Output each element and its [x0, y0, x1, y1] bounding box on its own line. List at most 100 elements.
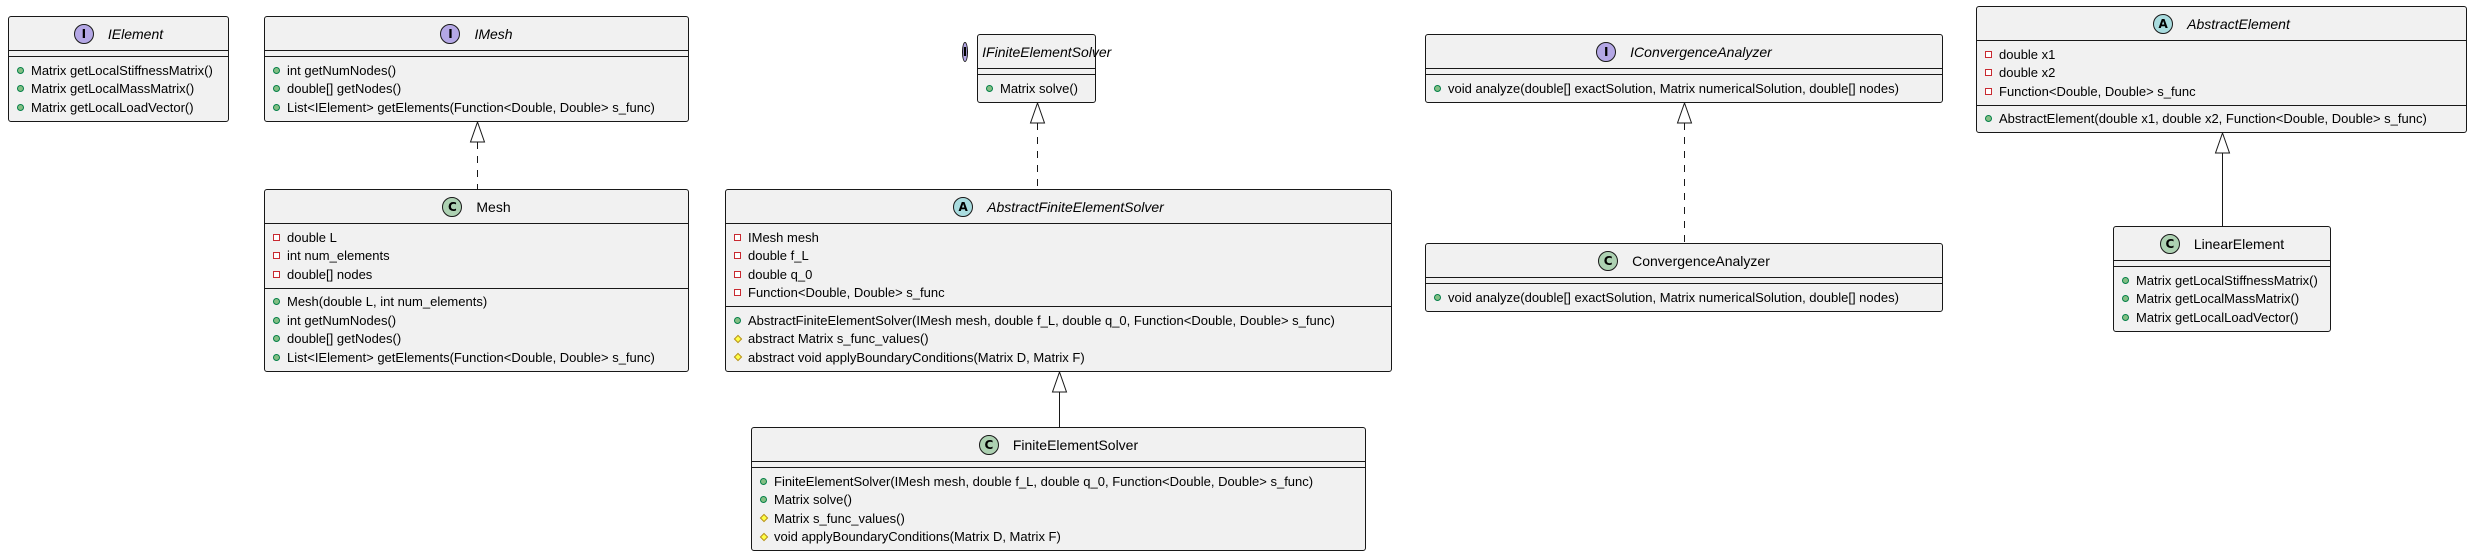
abstract-stereotype-icon: A: [2153, 13, 2174, 34]
hollow-triangle-arrowhead: [1676, 101, 1693, 124]
field-row: double x2: [1977, 64, 2466, 83]
field-row: Function<Double, Double> s_func: [1977, 82, 2466, 101]
field-signature: double x1: [1999, 46, 2056, 62]
method-row: void applyBoundaryConditions(Matrix D, M…: [752, 528, 1365, 547]
method-row: double[] getNodes(): [265, 80, 688, 99]
method-signature: List<IElement> getElements(Function<Doub…: [287, 99, 655, 115]
method-row: Matrix getLocalLoadVector(): [2114, 308, 2330, 327]
private-visibility-icon: [273, 252, 280, 260]
method-row: Matrix getLocalMassMatrix(): [9, 80, 228, 99]
class-box-mesh: C Mesh double L int num_elements double[] no…: [264, 189, 689, 372]
method-signature: abstract Matrix s_func_values(): [748, 331, 929, 347]
protected-visibility-icon: [759, 532, 769, 541]
method-signature: Matrix solve(): [774, 492, 853, 508]
field-signature: double[] nodes: [287, 266, 373, 282]
field-signature: double x2: [1999, 65, 2056, 81]
class-name: Mesh: [476, 198, 511, 215]
public-visibility-icon: [734, 316, 741, 324]
private-visibility-icon: [1985, 50, 1992, 58]
methods-section: Mesh(double L, int num_elements)int getN…: [265, 287, 688, 371]
methods-section: AbstractElement(double x1, double x2, Fu…: [1977, 104, 2466, 133]
method-row: Matrix s_func_values(): [752, 509, 1365, 528]
class-name: FiniteElementSolver: [1012, 436, 1139, 453]
method-signature: int getNumNodes(): [287, 312, 397, 328]
method-row: List<IElement> getElements(Function<Doub…: [265, 348, 688, 367]
method-signature: Matrix solve(): [1000, 80, 1079, 96]
method-signature: double[] getNodes(): [287, 81, 402, 97]
class-header: C Mesh: [265, 190, 688, 224]
method-row: void analyze(double[] exactSolution, Mat…: [1426, 79, 1942, 98]
method-signature: void analyze(double[] exactSolution, Mat…: [1448, 289, 1899, 305]
private-visibility-icon: [734, 270, 741, 278]
hollow-triangle-arrowhead: [2214, 131, 2231, 154]
class-stereotype-icon: C: [442, 196, 463, 217]
method-row: Matrix solve(): [752, 491, 1365, 510]
class-name: ConvergenceAnalyzer: [1632, 252, 1770, 269]
method-row: abstract void applyBoundaryConditions(Ma…: [726, 348, 1391, 367]
public-visibility-icon: [986, 84, 993, 92]
field-row: double[] nodes: [265, 265, 688, 284]
private-visibility-icon: [273, 233, 280, 241]
class-name: IFiniteElementSolver: [982, 43, 1112, 60]
inheritance-edge: [2214, 131, 2231, 226]
class-name: LinearElement: [2193, 235, 2285, 252]
class-name: IElement: [107, 25, 164, 42]
methods-section: AbstractFiniteElementSolver(IMesh mesh, …: [726, 306, 1391, 371]
method-row: AbstractElement(double x1, double x2, Fu…: [1977, 110, 2466, 129]
field-signature: Function<Double, Double> s_func: [748, 285, 945, 301]
private-visibility-icon: [1985, 69, 1992, 77]
field-signature: int num_elements: [287, 248, 390, 264]
public-visibility-icon: [1985, 115, 1992, 123]
protected-visibility-icon: [733, 334, 743, 343]
private-visibility-icon: [273, 270, 280, 278]
method-signature: Matrix getLocalMassMatrix(): [31, 81, 195, 97]
public-visibility-icon: [17, 103, 24, 111]
field-signature: double q_0: [748, 266, 813, 282]
field-signature: Function<Double, Double> s_func: [1999, 83, 2196, 99]
fields-section: double L int num_elements double[] nodes: [265, 224, 688, 288]
fields-section: double x1 double x2 Function<Double, Doubl…: [1977, 41, 2466, 105]
realization-edge: [1029, 101, 1046, 189]
methods-section: Matrix solve(): [978, 74, 1095, 102]
class-header: C LinearElement: [2114, 227, 2330, 261]
public-visibility-icon: [273, 85, 280, 93]
realization-edge: [1676, 101, 1693, 243]
method-signature: Matrix getLocalMassMatrix(): [2136, 291, 2300, 307]
public-visibility-icon: [2122, 295, 2129, 303]
method-signature: double[] getNodes(): [287, 331, 402, 347]
method-row: double[] getNodes(): [265, 330, 688, 349]
methods-section: void analyze(double[] exactSolution, Mat…: [1426, 283, 1942, 311]
method-signature: void applyBoundaryConditions(Matrix D, M…: [774, 529, 1061, 545]
class-name: AbstractFiniteElementSolver: [987, 198, 1164, 215]
field-row: Function<Double, Double> s_func: [726, 284, 1391, 303]
public-visibility-icon: [273, 316, 280, 324]
field-row: double f_L: [726, 247, 1391, 266]
public-visibility-icon: [760, 496, 767, 504]
method-row: FiniteElementSolver(IMesh mesh, double f…: [752, 472, 1365, 491]
protected-visibility-icon: [759, 514, 769, 523]
field-row: IMesh mesh: [726, 228, 1391, 247]
realization-edge: [469, 120, 486, 189]
method-signature: abstract void applyBoundaryConditions(Ma…: [748, 349, 1085, 365]
methods-section: Matrix getLocalStiffnessMatrix()Matrix g…: [2114, 266, 2330, 331]
class-stereotype-icon: C: [2159, 233, 2180, 254]
field-signature: double L: [287, 229, 337, 245]
method-row: Matrix getLocalStiffnessMatrix(): [9, 61, 228, 80]
public-visibility-icon: [1434, 84, 1441, 92]
field-row: int num_elements: [265, 247, 688, 266]
field-signature: IMesh mesh: [748, 229, 819, 245]
method-signature: int getNumNodes(): [287, 62, 397, 78]
method-row: int getNumNodes(): [265, 311, 688, 330]
